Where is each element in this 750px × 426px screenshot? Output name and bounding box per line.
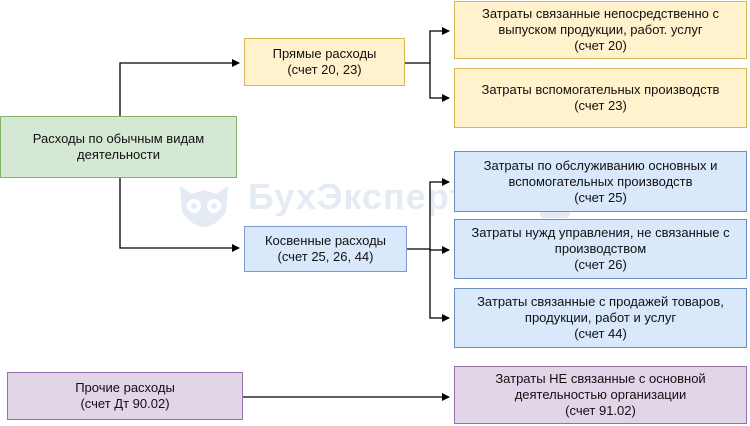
other-costs-node: Прочие расходы (счет Дт 90.02): [7, 372, 243, 420]
other-costs-label: Прочие расходы (счет Дт 90.02): [75, 380, 175, 411]
connector-indirect-item2: [429, 246, 450, 254]
connector-indirect-item1: [407, 178, 450, 250]
indirect-item-1: Затраты по обслуживанию основных и вспом…: [454, 151, 747, 212]
indirect-item-2-label: Затраты нужд управления, не связанные с …: [471, 225, 730, 272]
root-node-label: Расходы по обычным видам деятельности: [32, 131, 205, 162]
connector-indirect-item3: [429, 249, 450, 322]
indirect-costs-node: Косвенные расходы (счет 25, 26, 44): [244, 226, 407, 272]
indirect-item-2: Затраты нужд управления, не связанные с …: [454, 219, 747, 279]
indirect-item-3-label: Затраты связанные с продажей товаров, пр…: [477, 294, 724, 341]
direct-item-2-label: Затраты вспомогательных производств (сче…: [481, 82, 720, 113]
connector-direct-item1: [405, 27, 450, 64]
direct-item-1: Затраты связанные непосредственно с выпу…: [454, 1, 747, 59]
connector-root-direct: [119, 59, 240, 116]
direct-costs-label: Прямые расходы (счет 20, 23): [272, 46, 377, 77]
connector-root-indirect: [119, 178, 240, 252]
indirect-item-1-label: Затраты по обслуживанию основных и вспом…: [483, 157, 718, 205]
root-node: Расходы по обычным видам деятельности: [0, 116, 237, 178]
indirect-item-3: Затраты связанные с продажей товаров, пр…: [454, 288, 747, 348]
direct-item-1-label: Затраты связанные непосредственно с выпу…: [482, 6, 719, 53]
other-item: Затраты НЕ связанные с основной деятельн…: [454, 366, 747, 424]
other-item-label: Затраты НЕ связанные с основной деятельн…: [495, 371, 706, 418]
direct-item-2: Затраты вспомогательных производств (сче…: [454, 68, 747, 128]
direct-costs-node: Прямые расходы (счет 20, 23): [244, 38, 405, 86]
connector-direct-item2: [429, 63, 450, 102]
indirect-costs-label: Косвенные расходы (счет 25, 26, 44): [264, 233, 387, 264]
